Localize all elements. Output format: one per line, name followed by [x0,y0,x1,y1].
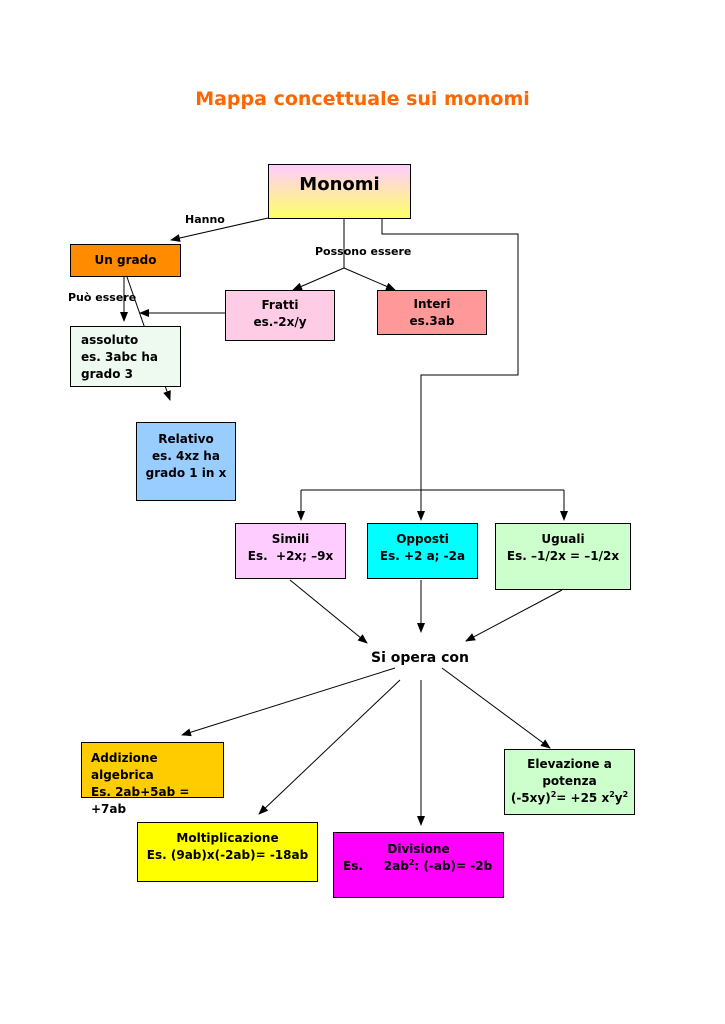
node-opposti: Opposti Es. +2 a; -2a [367,523,478,579]
node-monomi-label: Monomi [299,174,380,195]
node-uguali-line2: Es. –1/2x = –1/2x [506,549,620,563]
elevazione-exp2: 2 [609,790,615,799]
divisione-exp: 2 [408,858,415,867]
arrow-to-elevazione [441,667,551,749]
arrow-monomi-to-un-grado [170,217,269,242]
node-simili: Simili Es. +2x; –9x [235,523,346,579]
page-title: Mappa concettuale sui monomi [195,88,530,110]
elevazione-exp1: 2 [550,790,557,799]
node-elevazione: Elevazione a potenza (-5xy)2= +25 x2y2 [504,749,635,815]
node-interi-line1: Interi [413,297,451,311]
node-interi: Interi es.3ab [377,290,487,335]
divisione-expr-b: : (-ab)= -2b [414,859,493,873]
edge-label-possono-essere: Possono essere [315,245,412,258]
node-simili-line1: Simili [271,532,310,546]
arrow-simili-to-opera [289,579,368,644]
node-relativo-line1: Relativo [158,432,214,446]
line-monomi-right-route [381,218,519,521]
node-assoluto: assoluto es. 3abc ha grado 3 [70,326,181,387]
node-relativo-line3: grado 1 in x [145,466,227,480]
node-fratti: Fratti es.-2x/y [225,290,335,341]
node-interi-line2: es.3ab [409,314,455,328]
node-elevazione-line2: potenza [542,774,597,788]
node-un-grado-label: Un grado [94,253,157,267]
node-divisione: Divisione Es. 2ab2: (-ab)= -2b [333,832,504,898]
node-moltiplicazione: Moltiplicazione Es. (9ab)x(-2ab)= -18ab [137,822,318,882]
node-divisione-line2: Es. 2ab2: (-ab)= -2b [334,858,503,875]
node-assoluto-line2: es. 3abc ha [81,350,158,364]
elevazione-expr-c: y [614,791,623,805]
arrow-to-moltiplicazione [258,679,401,815]
elevazione-exp3: 2 [622,790,629,799]
edge-label-puo-essere: Può essere [68,291,137,304]
node-elevazione-line3: (-5xy)2= +25 x2y2 [505,790,634,807]
node-addizione-line1: Addizione algebrica [91,751,158,782]
elevazione-expr-b: = +25 x [556,791,610,805]
arrow-uguali-to-opera [465,589,563,642]
node-opposti-line2: Es. +2 a; -2a [379,549,466,563]
node-divisione-line1: Divisione [387,842,450,856]
elevazione-expr-a: (-5xy) [510,791,551,805]
node-moltiplicazione-line2: Es. (9ab)x(-2ab)= -18ab [146,848,309,862]
node-opposti-line1: Opposti [396,532,449,546]
node-simili-line2: Es. +2x; –9x [247,549,334,563]
arrow-to-interi [343,267,396,291]
arrow-to-addizione [181,667,396,737]
node-moltiplicazione-line1: Moltiplicazione [176,831,279,845]
node-fratti-line1: Fratti [261,298,299,312]
edge-label-hanno: Hanno [185,213,225,226]
node-fratti-line2: es.-2x/y [253,315,307,329]
node-relativo-line2: es. 4xz ha [152,449,220,463]
node-si-opera-con: Si opera con [371,650,469,666]
node-uguali: Uguali Es. –1/2x = –1/2x [495,523,631,590]
node-assoluto-line1: assoluto [81,333,139,347]
node-uguali-line1: Uguali [541,532,585,546]
arrow-to-fratti [292,267,345,291]
node-addizione: Addizione algebrica Es. 2ab+5ab = +7ab [81,742,224,816]
node-elevazione-line1: Elevazione a [527,757,612,771]
node-addizione-line2: Es. 2ab+5ab = +7ab [91,785,190,816]
node-relativo: Relativo es. 4xz ha grado 1 in x [136,422,236,501]
node-assoluto-line3: grado 3 [81,367,133,381]
node-monomi: Monomi [268,164,411,219]
divisione-expr-a: Es. 2ab [343,859,409,873]
node-un-grado: Un grado [70,244,181,277]
